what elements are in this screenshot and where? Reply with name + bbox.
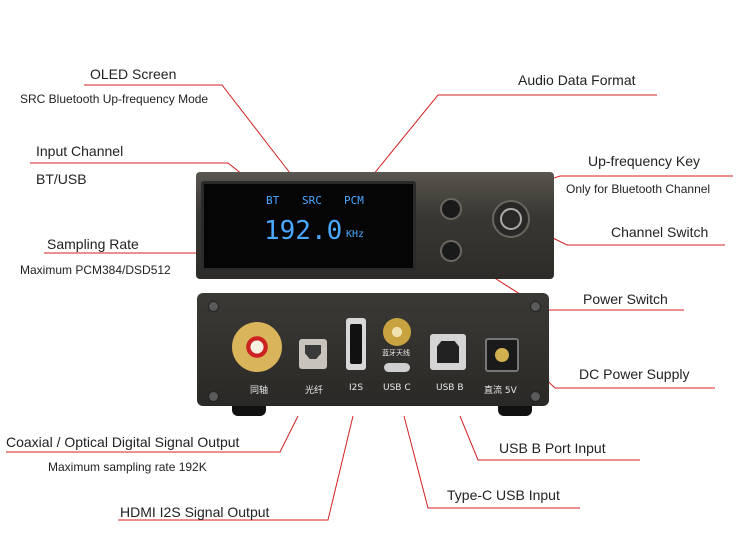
dc-port-label: 直流 5V <box>484 386 517 396</box>
channel-switch-label: Channel Switch <box>611 224 709 240</box>
optical-port-label: 光纤 <box>305 386 324 396</box>
hdmi-i2s-label: HDMI I2S Signal Output <box>120 504 270 520</box>
audio-format-label: Audio Data Format <box>518 72 636 88</box>
power-switch-label: Power Switch <box>583 291 668 307</box>
type-c-label: Type-C USB Input <box>447 487 560 503</box>
screw-icon <box>530 301 541 312</box>
screw-icon <box>208 391 219 402</box>
dc-power-port-icon[interactable] <box>485 338 519 372</box>
dc-power-label: DC Power Supply <box>579 366 690 382</box>
input-channel-label: Input Channel <box>36 143 124 159</box>
screw-icon <box>530 391 541 402</box>
display-unit: KHz <box>346 229 365 240</box>
coaxial-optical-sublabel: Maximum sampling rate 192K <box>48 460 207 474</box>
input-channel-sublabel: BT/USB <box>36 171 87 187</box>
usb-b-port-icon[interactable] <box>430 334 466 370</box>
oled-screen-sublabel: SRC Bluetooth Up-frequency Mode <box>20 92 209 106</box>
upfreq-key-sublabel: Only for Bluetooth Channel <box>566 182 711 196</box>
display-format: PCM <box>344 194 364 207</box>
usb-b-label: USB B Port Input <box>499 440 606 456</box>
antenna-port-label: 蓝牙天线 <box>382 349 410 357</box>
i2s-port-label: I2S <box>349 383 364 393</box>
sampling-rate-label: Sampling Rate <box>47 236 139 252</box>
display-rate: 192.0 <box>264 216 343 246</box>
device-foot <box>232 406 266 416</box>
upfreq-key-label: Up-frequency Key <box>588 153 701 169</box>
coaxial-port-icon[interactable] <box>232 322 282 372</box>
upfrequency-key-button[interactable] <box>440 198 462 220</box>
usb-c-port-icon[interactable] <box>384 363 410 372</box>
screw-icon <box>208 301 219 312</box>
display-mode: SRC <box>302 194 322 207</box>
hdmi-port-icon[interactable] <box>346 318 366 370</box>
device-foot <box>498 406 532 416</box>
optical-port-icon[interactable] <box>299 339 327 369</box>
display-input: BT <box>266 194 280 207</box>
channel-switch-knob[interactable] <box>492 200 530 238</box>
oled-screen-label: OLED Screen <box>90 66 177 82</box>
bluetooth-antenna-port-icon[interactable] <box>383 318 411 346</box>
oled-display: BT SRC PCM 192.0 KHz <box>201 181 416 271</box>
usb-b-port-label: USB B <box>436 383 464 393</box>
power-switch-button[interactable] <box>440 240 462 262</box>
sampling-rate-sublabel: Maximum PCM384/DSD512 <box>20 263 171 277</box>
coaxial-port-label: 同轴 <box>250 386 269 396</box>
logo-icon <box>500 208 522 230</box>
usb-c-port-label: USB C <box>383 383 411 393</box>
coaxial-optical-label: Coaxial / Optical Digital Signal Output <box>6 434 240 450</box>
